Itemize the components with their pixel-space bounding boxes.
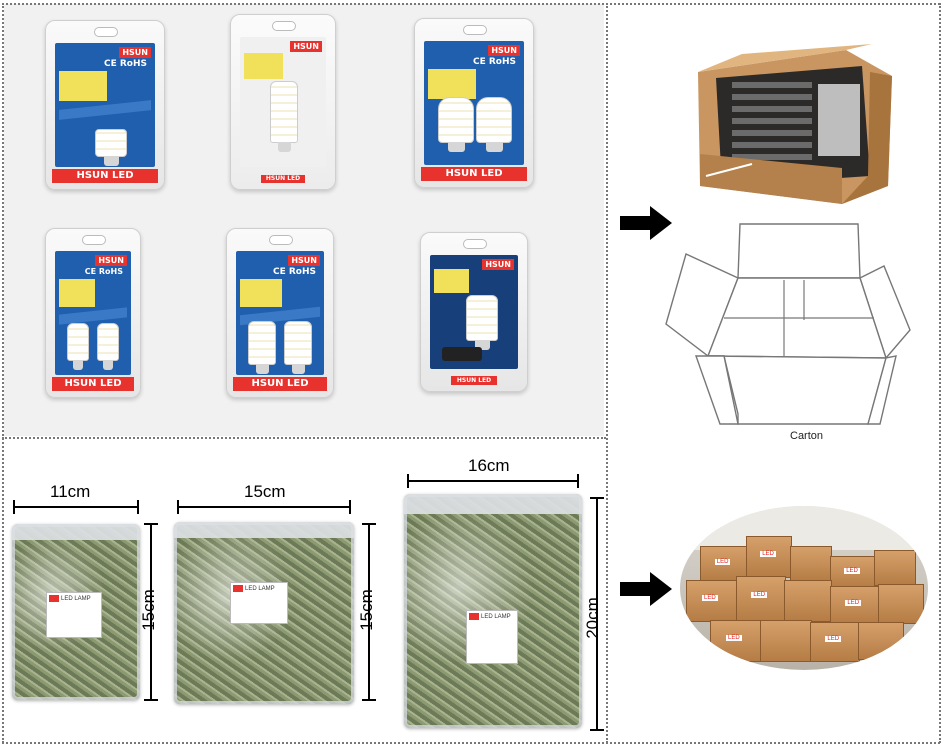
bag1-height-line <box>144 523 158 701</box>
pack-footer: HSUN LED <box>233 377 327 391</box>
blister-pack-t10-b: HSUN CE RoHS HSUN LED <box>226 228 334 398</box>
bag-large: LED LAMP <box>404 494 582 728</box>
right-arrow-icon <box>620 572 672 606</box>
led-bulb <box>438 97 474 152</box>
hang-hole <box>94 27 118 37</box>
card-back: HSUN CE RoHS <box>55 251 131 375</box>
pack-footer: HSUN LED <box>52 169 158 183</box>
right-arrow-icon <box>620 206 672 240</box>
frame-left <box>2 3 4 743</box>
bag-tag: LED LAMP <box>466 610 518 664</box>
carton-photo <box>698 44 892 204</box>
blister-pack-9006: HSUN HSUN LED <box>420 232 528 392</box>
card-back: HSUN CE RoHS <box>424 41 524 165</box>
blister-pack-t10-a: HSUN CE RoHS HSUN LED <box>45 228 141 398</box>
blister-pack-festoon: HSUN CE RoHS HSUN LED <box>45 20 165 190</box>
bag-small: LED LAMP <box>12 524 140 700</box>
brand-badge: HSUN <box>482 259 514 270</box>
pack-footer: HSUN LED <box>261 175 305 183</box>
warehouse-photo: LED LED LED LED LED LED LED LED <box>680 506 928 670</box>
cert-mark: CE RoHS <box>472 57 516 67</box>
spec-panel <box>428 69 476 99</box>
brand-badge: HSUN <box>290 41 322 52</box>
carton-diagram <box>665 223 911 425</box>
carton-diagram-label: Carton <box>790 430 824 442</box>
bulb-base <box>442 347 482 361</box>
bag2-width-label: 15cm <box>244 482 286 501</box>
card-back: HSUN <box>430 255 518 369</box>
led-bulb <box>270 81 298 152</box>
tech-stripe <box>59 307 127 325</box>
bag2-width-line <box>177 500 351 514</box>
cert-mark: CE RoHS <box>272 267 316 277</box>
bag3-width-label: 16cm <box>468 456 510 475</box>
pack-footer: HSUN LED <box>421 167 527 181</box>
pack-footer: HSUN LED <box>451 376 497 385</box>
cert-mark: CE RoHS <box>84 267 123 276</box>
bag3-height-label: 20cm <box>582 597 602 639</box>
hang-hole <box>272 21 296 31</box>
blister-pack-h1: HSUN HSUN LED <box>230 14 336 190</box>
hang-hole <box>463 239 487 249</box>
cert-mark: CE RoHS <box>103 59 147 69</box>
led-bulb <box>97 323 119 370</box>
brand-badge: HSUN <box>488 45 520 56</box>
frame-top <box>2 3 940 5</box>
brand-badge: HSUN <box>119 47 151 58</box>
led-bulb <box>67 323 89 370</box>
frame-divider-vertical <box>606 3 608 743</box>
brand-badge: HSUN <box>288 255 320 266</box>
spec-panel <box>434 269 470 293</box>
bag1-height-label: 15cm <box>138 589 158 631</box>
spec-panel <box>59 279 96 307</box>
led-bulb <box>476 97 512 152</box>
tech-stripe <box>59 100 151 120</box>
bag2-height-label: 15cm <box>356 589 376 631</box>
bag3-height-line <box>590 497 604 731</box>
spec-panel <box>59 71 107 101</box>
brand-badge: HSUN <box>95 255 127 266</box>
pack-footer: HSUN LED <box>52 377 134 391</box>
card-back: HSUN CE RoHS <box>236 251 324 375</box>
bag1-width-line <box>13 500 139 514</box>
hang-hole <box>269 235 293 245</box>
frame-divider-horizontal <box>2 437 606 439</box>
frame-right <box>939 3 941 743</box>
bag3-width-line <box>407 474 579 488</box>
led-bulb <box>95 129 127 166</box>
bag-tag: LED LAMP <box>230 582 288 624</box>
bag1-width-label: 11cm <box>50 482 91 501</box>
led-bulb <box>248 321 276 374</box>
bag-tag: LED LAMP <box>46 592 102 638</box>
spec-panel <box>244 53 283 79</box>
led-bulb <box>466 295 498 350</box>
led-bulb <box>284 321 312 374</box>
frame-bottom <box>2 742 940 744</box>
card-back: HSUN <box>240 37 326 167</box>
bag-medium: LED LAMP <box>174 522 354 704</box>
bag2-height-line <box>362 523 376 701</box>
hang-hole <box>82 235 106 245</box>
card-back: HSUN CE RoHS <box>55 43 155 167</box>
blister-pack-1156: HSUN CE RoHS HSUN LED <box>414 18 534 188</box>
spec-panel <box>240 279 283 307</box>
hang-hole <box>463 25 487 35</box>
